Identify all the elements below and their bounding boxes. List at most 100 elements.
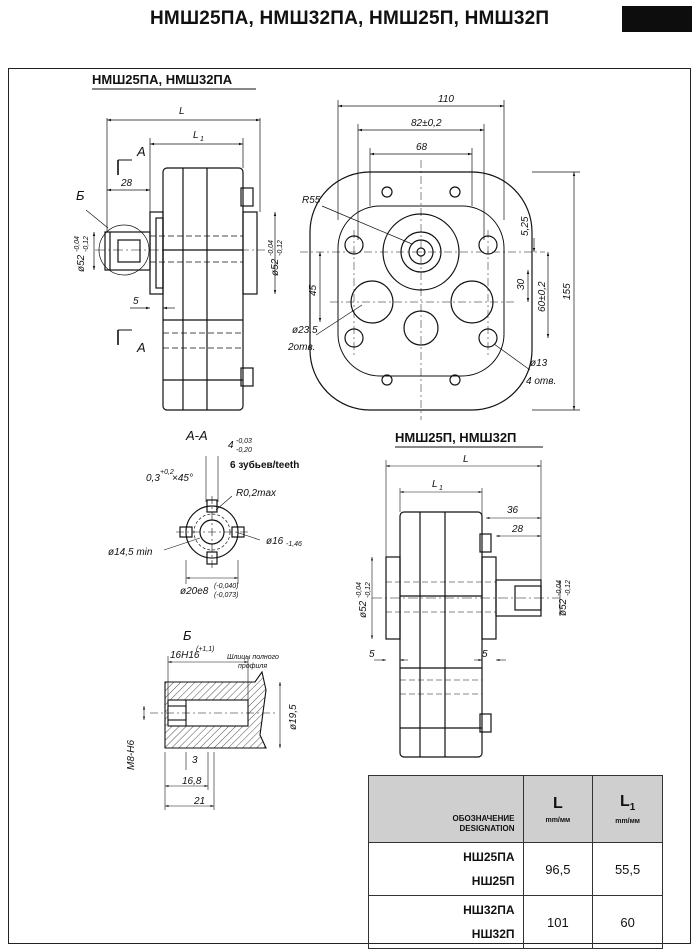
header-L-label: L: [552, 794, 563, 812]
pa-flange-right: [242, 211, 258, 295]
pa-side-view: [95, 167, 265, 411]
heading-pa: НМШ25ПА, НМШ32ПА: [92, 72, 233, 87]
heading-p: НМШ25П, НМШ32П: [395, 430, 517, 445]
detail-b-marker: [98, 224, 150, 276]
front-outline: [309, 171, 533, 411]
header-designation: ОБОЗНАЧЕНИЕ DESIGNATION: [368, 775, 524, 843]
section-aa-dim-4-tol-up: -0,03: [236, 438, 252, 445]
header-L1-label: L1: [619, 793, 636, 814]
section-aa-heading: А-А: [185, 428, 208, 443]
pa-detail-b: Б: [76, 188, 85, 203]
front-hole-13: ø13: [530, 358, 548, 369]
front-dim-60: 60±0,2: [537, 281, 548, 312]
section-aa-chamfer-angle: ×45°: [172, 473, 193, 484]
detail-b-16h16-tol: (+1,1): [196, 646, 214, 653]
p-dia-left-tol-up: -0,04: [356, 582, 363, 598]
header-designation-en: DESIGNATION: [459, 824, 515, 833]
p-label-L: L: [463, 454, 469, 465]
front-dim-82: 82±0,2: [411, 118, 442, 129]
front-hole-23-5-count: 2отв.: [287, 342, 315, 353]
pa-bolt-top: [240, 187, 254, 207]
detail-b-16h16: 16H16: [170, 650, 200, 661]
p-label-L1-sub: 1: [439, 485, 443, 492]
front-dim-155: 155: [562, 283, 573, 300]
p-dim-5-right: 5: [482, 649, 488, 660]
header-L-unit: mm/мм: [545, 816, 571, 824]
front-hole-23-5: ø23,5: [292, 325, 318, 336]
row-1-L: 96,5: [522, 842, 594, 896]
p-dim-5-left: 5: [369, 649, 375, 660]
pa-label-L1-sub: 1: [200, 136, 204, 143]
section-aa-teeth: 6 зубьев/teeth: [230, 459, 299, 471]
pa-shaft: [104, 231, 151, 271]
front-dim-110: 110: [438, 94, 454, 105]
section-aa-dia-20-tol-dn: (-0,073): [214, 592, 239, 599]
p-dim-28-text: 28: [511, 524, 524, 535]
drawing-frame: [8, 68, 691, 944]
pa-dia-left-tol-dn: -0,12: [83, 236, 90, 252]
p-bolt-top: [479, 533, 492, 553]
pa-section-a-top: А: [136, 144, 146, 159]
front-dim-5-25: 5,25: [520, 216, 531, 236]
pa-label-L1: L: [193, 130, 199, 141]
detail-b-dim-21: 21: [193, 796, 205, 807]
section-aa-dia-20: ø20e8: [180, 586, 209, 597]
pa-section-a-bottom: А: [136, 340, 146, 355]
p-dia-right: ø52: [558, 598, 569, 616]
p-body: [399, 511, 483, 758]
detail-b-spline-1: Шлицы полного: [227, 654, 279, 661]
p-side-view: [385, 511, 542, 758]
p-dia-left-tol-dn: -0,12: [365, 582, 372, 598]
p-dia-left: ø52: [358, 600, 369, 618]
p-dim-36-text: 36: [507, 505, 519, 516]
pa-dia-right-tol-dn: -0,12: [277, 240, 284, 256]
section-aa-dim-4: 4: [228, 440, 234, 451]
section-aa-dia-16-tol: -1,46: [286, 541, 302, 548]
front-dim-45: 45: [308, 284, 319, 296]
header-L1-unit: mm/мм: [615, 817, 640, 825]
pa-body: [162, 167, 244, 411]
row-1-L1: 55,5: [592, 842, 663, 896]
pa-dia-left-tol-up: -0,04: [74, 236, 81, 252]
header-designation-ru: ОБОЗНАЧЕНИЕ: [452, 814, 515, 823]
pa-label-L: L: [179, 106, 185, 117]
section-aa-chamfer: 0,3: [146, 473, 160, 484]
section-aa-radius: R0,2max: [236, 488, 277, 499]
pa-dim-28-text: 28: [120, 178, 133, 189]
detail-b-thread: M8-H6: [126, 740, 137, 770]
detail-b-heading: Б: [183, 628, 192, 643]
detail-b-dim-3: 3: [192, 755, 198, 766]
front-dim-30: 30: [516, 278, 527, 290]
pa-dia-right-tol-up: -0,04: [268, 240, 275, 256]
p-label-L1: L: [432, 479, 438, 490]
pa-dia-right: ø52: [270, 258, 281, 276]
page-title: НМШ25ПА, НМШ32ПА, НМШ25П, НМШ32П: [150, 8, 550, 29]
section-aa-dim-4-tol-dn: -0,20: [236, 447, 252, 454]
header-L: L mm/мм: [522, 775, 594, 843]
detail-b-drawing: [164, 670, 267, 749]
table-header-row: ОБОЗНАЧЕНИЕ DESIGNATION L mm/мм L1 mm/мм: [368, 775, 663, 843]
section-aa-dia-20-tol-up: (-0,040): [214, 583, 239, 590]
row-2-L: 101: [522, 895, 594, 949]
pa-bolt-bottom: [240, 367, 254, 387]
section-aa-dia-16: ø16: [266, 536, 284, 547]
p-dia-right-tol-up: -0,04: [556, 580, 563, 596]
p-bolt-bottom: [479, 713, 492, 733]
header-L1: L1 mm/мм: [592, 775, 663, 843]
p-dia-right-tol-dn: -0,12: [565, 580, 572, 596]
detail-b-dim-16-8: 16,8: [182, 776, 202, 787]
front-dim-68: 68: [416, 142, 428, 153]
title-black-bar: [622, 6, 692, 32]
pa-dia-left: ø52: [76, 254, 87, 272]
dimension-table: ОБОЗНАЧЕНИЕ DESIGNATION L mm/мм L1 mm/мм…: [368, 775, 663, 949]
front-radius: R55: [302, 195, 321, 206]
row-2-L1: 60: [592, 895, 663, 949]
section-aa-chamfer-tol: +0,2: [160, 469, 174, 476]
front-hole-13-count: 4 отв.: [526, 376, 556, 387]
detail-b-spline-2: профиля: [238, 663, 267, 670]
